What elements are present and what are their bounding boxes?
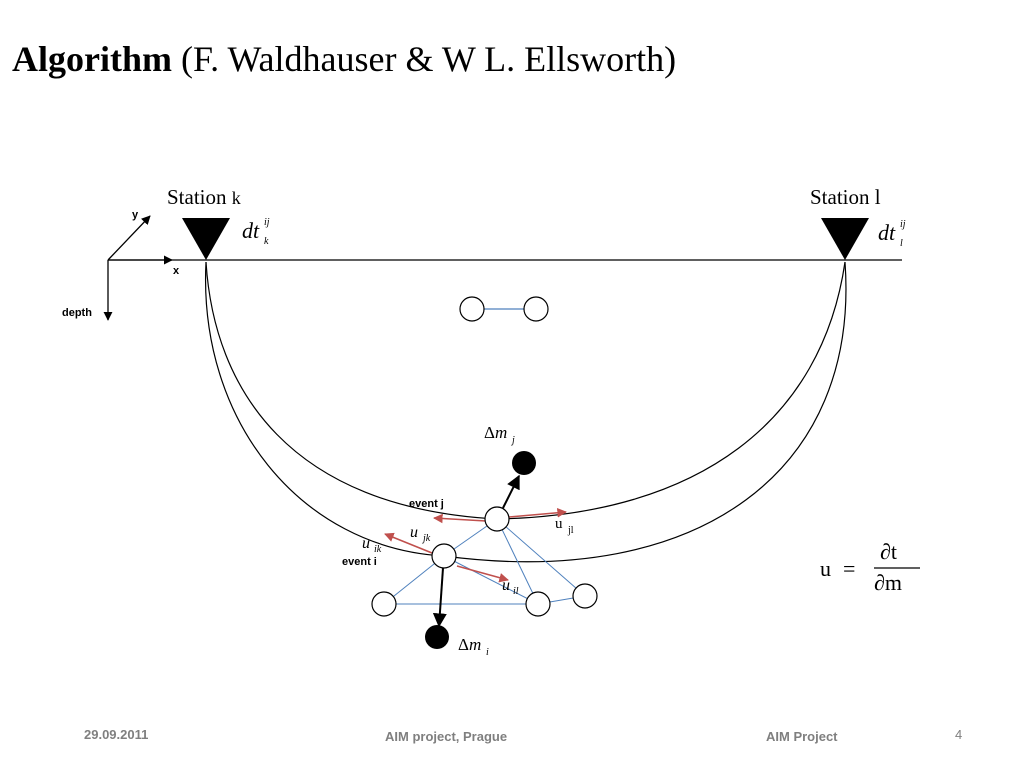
event-i-label: event i <box>342 556 377 568</box>
ray-l-to-event-i <box>443 261 847 563</box>
station-k-icon <box>182 218 230 260</box>
u-ik-label: u ik <box>362 535 382 555</box>
svg-text:dt: dt <box>242 218 260 243</box>
svg-text:ij: ij <box>900 219 906 230</box>
svg-text:ij: ij <box>264 217 270 228</box>
svg-text:jl: jl <box>567 525 574 536</box>
dm-j-label: Δm j <box>484 423 515 446</box>
svg-text:∂m: ∂m <box>874 570 902 595</box>
u-jk-label: u jk <box>410 524 431 544</box>
page-number: 4 <box>955 727 963 742</box>
neighbor-event-right <box>572 583 598 609</box>
dt-l-label: dt ij l <box>878 219 906 249</box>
event-j-circle <box>484 506 510 532</box>
relocated-event-j <box>512 451 536 475</box>
title-authors: (F. Waldhauser & W L. Ellsworth) <box>180 39 677 79</box>
u-jk-arrow <box>433 513 487 524</box>
svg-text:k: k <box>264 236 269 247</box>
coordinate-axes <box>103 215 173 321</box>
ray-k-to-event-i <box>204 261 445 557</box>
event-i-circle <box>431 543 457 569</box>
u-jl-arrow <box>508 507 567 518</box>
svg-text:u: u <box>820 556 831 581</box>
svg-text:Δm: Δm <box>458 635 481 654</box>
ray-paths <box>204 261 847 563</box>
dm-i-label: Δm i <box>458 635 489 658</box>
neighbor-event-left <box>371 591 397 617</box>
u-jl-label: u jl <box>555 516 574 536</box>
svg-text:ik: ik <box>374 544 382 555</box>
dm-i-arrow <box>432 567 447 628</box>
relocated-event-i <box>425 625 449 649</box>
svg-text:dt: dt <box>878 220 896 245</box>
svg-text:=: = <box>843 556 855 581</box>
y-axis-arrow <box>107 215 151 261</box>
footer-date: 29.09.2011 <box>84 727 149 742</box>
u-il-arrow <box>456 565 509 583</box>
svg-text:u: u <box>555 516 563 532</box>
footer-right: AIM Project <box>766 729 838 744</box>
svg-text:u: u <box>410 524 418 541</box>
svg-text:il: il <box>513 586 519 597</box>
slide-title: Algorithm (F. Waldhauser & W L. Ellswort… <box>12 38 676 80</box>
svg-text:j: j <box>510 435 515 446</box>
svg-text:l: l <box>900 238 903 249</box>
dt-k-label: dt ij k <box>242 217 270 247</box>
depth-axis-label: depth <box>62 307 92 319</box>
x-axis-label: x <box>173 265 180 277</box>
neighbor-event-middle <box>525 591 551 617</box>
svg-text:jk: jk <box>421 533 431 544</box>
ray-k-to-event-j <box>205 261 498 520</box>
slowness-formula: u = ∂t ∂m <box>820 539 920 595</box>
y-axis-label: y <box>132 209 139 221</box>
svg-text:u: u <box>362 535 370 552</box>
pair-event-left <box>459 296 485 322</box>
u-ik-arrow <box>384 532 433 554</box>
slowness-arrows <box>384 507 567 583</box>
station-l-icon <box>821 218 869 260</box>
pair-event-right <box>523 296 549 322</box>
station-l-label: Station l <box>810 185 881 209</box>
dm-j-arrow <box>502 474 520 509</box>
footer-center: AIM project, Prague <box>385 729 508 744</box>
svg-text:u: u <box>502 577 510 594</box>
ray-l-to-event-j <box>496 261 846 520</box>
event-j-label: event j <box>409 498 444 510</box>
u-il-label: u il <box>502 577 519 597</box>
svg-text:i: i <box>486 647 489 658</box>
svg-text:Δm: Δm <box>484 423 507 442</box>
title-bold: Algorithm <box>12 39 172 79</box>
svg-text:∂t: ∂t <box>880 539 897 564</box>
station-k-label: Station k <box>167 185 241 209</box>
